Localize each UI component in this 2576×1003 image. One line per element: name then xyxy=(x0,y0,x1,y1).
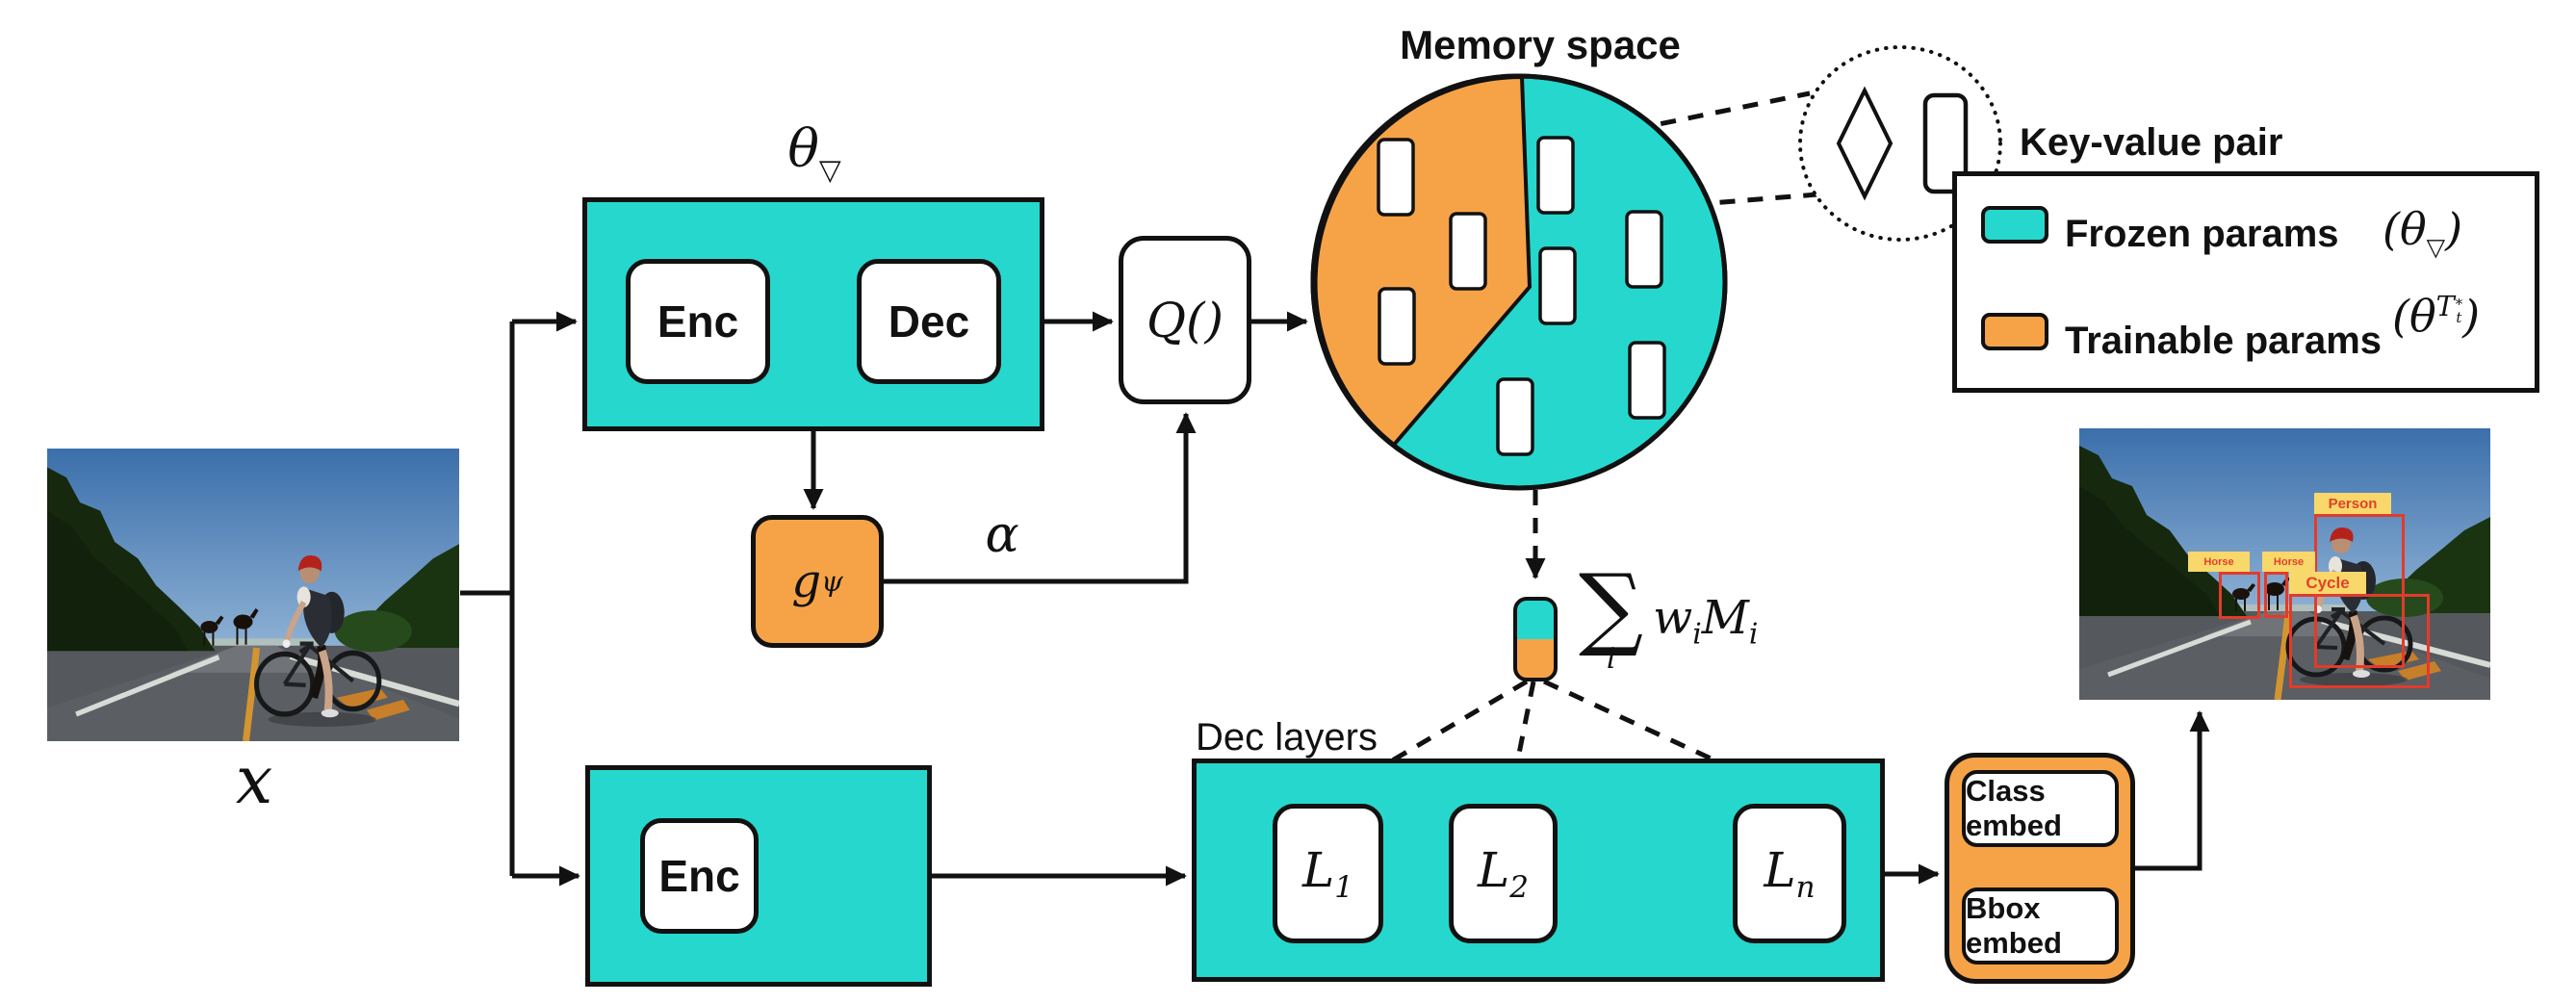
aggregated-memory-pill xyxy=(1513,597,1558,682)
weighted-sum-expression: ∑ i wiMi xyxy=(1579,555,1759,676)
trainable-close: ) xyxy=(2462,290,2481,343)
theta-frozen-label: θ▽ xyxy=(757,123,872,185)
decoder-layer-n: Ln xyxy=(1733,804,1846,943)
class-embed-box: Class embed xyxy=(1962,770,2119,847)
trainable-theta: θ xyxy=(2409,290,2436,343)
decoder-layer-1: L1 xyxy=(1273,804,1383,943)
memory-space-title: Memory space xyxy=(1375,25,1706,65)
bbox-embed-box: Bbox embed xyxy=(1962,887,2119,964)
frozen-sub: ▽ xyxy=(2426,233,2446,262)
sigma-symbol: ∑ xyxy=(1579,555,1644,660)
theta-base: θ xyxy=(787,118,819,179)
gate-subscript: ψ xyxy=(821,565,843,598)
l2-base: L xyxy=(1478,842,1510,898)
input-caption: x xyxy=(206,749,302,814)
detection-label-person: Person xyxy=(2314,493,2391,514)
sum-w: w xyxy=(1653,591,1693,645)
detection-label-horse: Horse xyxy=(2262,552,2315,572)
trainable-sup: T xyxy=(2435,291,2455,322)
frozen-theta: θ xyxy=(2399,203,2427,255)
memory-slot xyxy=(1377,138,1415,217)
value-slot-icon xyxy=(1922,92,1969,194)
arrow-heads-to-output xyxy=(2135,710,2210,871)
frozen-open: ( xyxy=(2383,203,2400,255)
input-feed-line xyxy=(460,321,515,876)
quantizer-box: Q() xyxy=(1119,236,1251,404)
gate-base: g xyxy=(791,554,822,608)
ln-sub: n xyxy=(1795,870,1816,905)
trainable-sub: t xyxy=(2456,310,2462,327)
top-decoder-label: Dec xyxy=(888,296,970,347)
input-caption-text: x xyxy=(235,743,273,819)
sum-w-sub: i xyxy=(1692,617,1702,652)
top-encoder-label: Enc xyxy=(657,296,739,347)
detection-box-horse xyxy=(2264,572,2288,618)
trainable-params-math: (θT*t) xyxy=(2392,291,2480,338)
class-embed-label: Class embed xyxy=(1966,774,2062,842)
key-value-caption: Key-value pair xyxy=(2020,123,2282,162)
detection-box-horse xyxy=(2219,572,2260,619)
memory-slots xyxy=(1377,136,1666,456)
top-decoder-box: Dec xyxy=(857,259,1001,384)
sum-m-sub: i xyxy=(1748,617,1759,652)
theta-subscript: ▽ xyxy=(818,153,841,188)
memory-slot xyxy=(1378,287,1416,366)
trainable-params-label: Trainable params xyxy=(2065,321,2382,360)
trainable-params-text: Trainable params xyxy=(2065,320,2383,362)
trainable-swatch-icon xyxy=(1981,313,2048,350)
bbox-embed-label: Bbox embed xyxy=(1966,891,2062,960)
dec-layers-title-text: Dec layers xyxy=(1196,716,1378,759)
memory-space-circle xyxy=(1310,73,1728,491)
alpha-symbol: α xyxy=(985,506,1019,564)
bottom-encoder-box: Enc xyxy=(640,818,759,934)
legend-box: Frozen params (θ▽) Trainable params (θT*… xyxy=(1952,171,2539,393)
trainable-open: ( xyxy=(2392,290,2409,343)
ln-base: L xyxy=(1764,842,1796,898)
alpha-feedback-line xyxy=(884,412,1197,584)
frozen-params-math: (θ▽) xyxy=(2383,207,2462,260)
dec-layers-title: Dec layers xyxy=(1196,718,1378,757)
frozen-swatch-icon xyxy=(1981,206,2048,244)
l2-sub: 2 xyxy=(1509,870,1529,905)
memory-slot xyxy=(1496,377,1534,456)
top-encoder-box: Enc xyxy=(626,259,770,384)
memory-slot xyxy=(1628,341,1666,420)
memory-slot xyxy=(1449,212,1487,291)
memory-space-title-text: Memory space xyxy=(1400,22,1681,67)
frozen-encoder-module xyxy=(585,765,932,987)
trainable-star: * xyxy=(2455,296,2463,314)
bottom-encoder-label: Enc xyxy=(658,851,740,901)
frozen-close: ) xyxy=(2445,203,2463,255)
memory-slot xyxy=(1538,246,1577,325)
sigma-index: i xyxy=(1606,641,1616,676)
key-value-caption-text: Key-value pair xyxy=(2020,121,2283,164)
frozen-params-label: Frozen params xyxy=(2065,215,2339,253)
detection-label-cycle: Cycle xyxy=(2289,572,2366,594)
key-diamond-icon xyxy=(1836,86,1893,201)
quantizer-label: Q() xyxy=(1146,292,1224,348)
memory-slot xyxy=(1625,210,1663,289)
decoder-layer-2: L2 xyxy=(1449,804,1558,943)
key-value-callout xyxy=(1798,45,2002,242)
l1-base: L xyxy=(1302,842,1335,898)
l1-sub: 1 xyxy=(1334,870,1353,905)
detection-label-horse: Horse xyxy=(2188,552,2250,572)
detection-box-cycle xyxy=(2289,594,2430,688)
sum-m: M xyxy=(1701,591,1749,645)
input-image xyxy=(47,449,459,741)
frozen-params-text: Frozen params xyxy=(2065,213,2339,255)
alpha-label: α xyxy=(968,510,1036,560)
memory-slot xyxy=(1536,136,1575,215)
